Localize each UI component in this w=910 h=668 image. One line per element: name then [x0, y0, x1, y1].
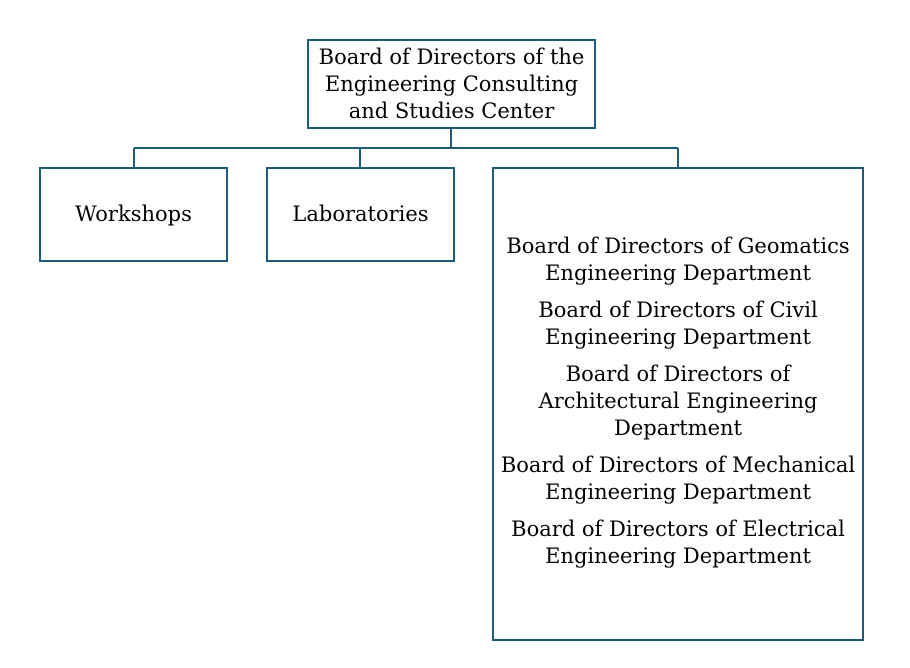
root-node-board-of-directors: Board of Directors of the Engineering Co… [307, 39, 596, 129]
dept-mechanical: Board of Directors of Mechanical Enginee… [500, 453, 856, 504]
workshops-label: Workshops [75, 202, 192, 226]
node-workshops: Workshops [39, 167, 228, 262]
dept-electrical: Board of Directors of Electrical Enginee… [511, 517, 845, 568]
root-node-label: Board of Directors of the Engineering Co… [318, 44, 585, 123]
laboratories-label: Laboratories [292, 202, 429, 226]
node-department-boards: Board of Directors of Geomatics Engineer… [492, 167, 864, 641]
dept-geomatics: Board of Directors of Geomatics Engineer… [506, 234, 850, 285]
dept-architectural: Board of Directors of Architectural Engi… [538, 362, 818, 440]
node-laboratories: Laboratories [266, 167, 455, 262]
dept-civil: Board of Directors of Civil Engineering … [538, 298, 818, 349]
